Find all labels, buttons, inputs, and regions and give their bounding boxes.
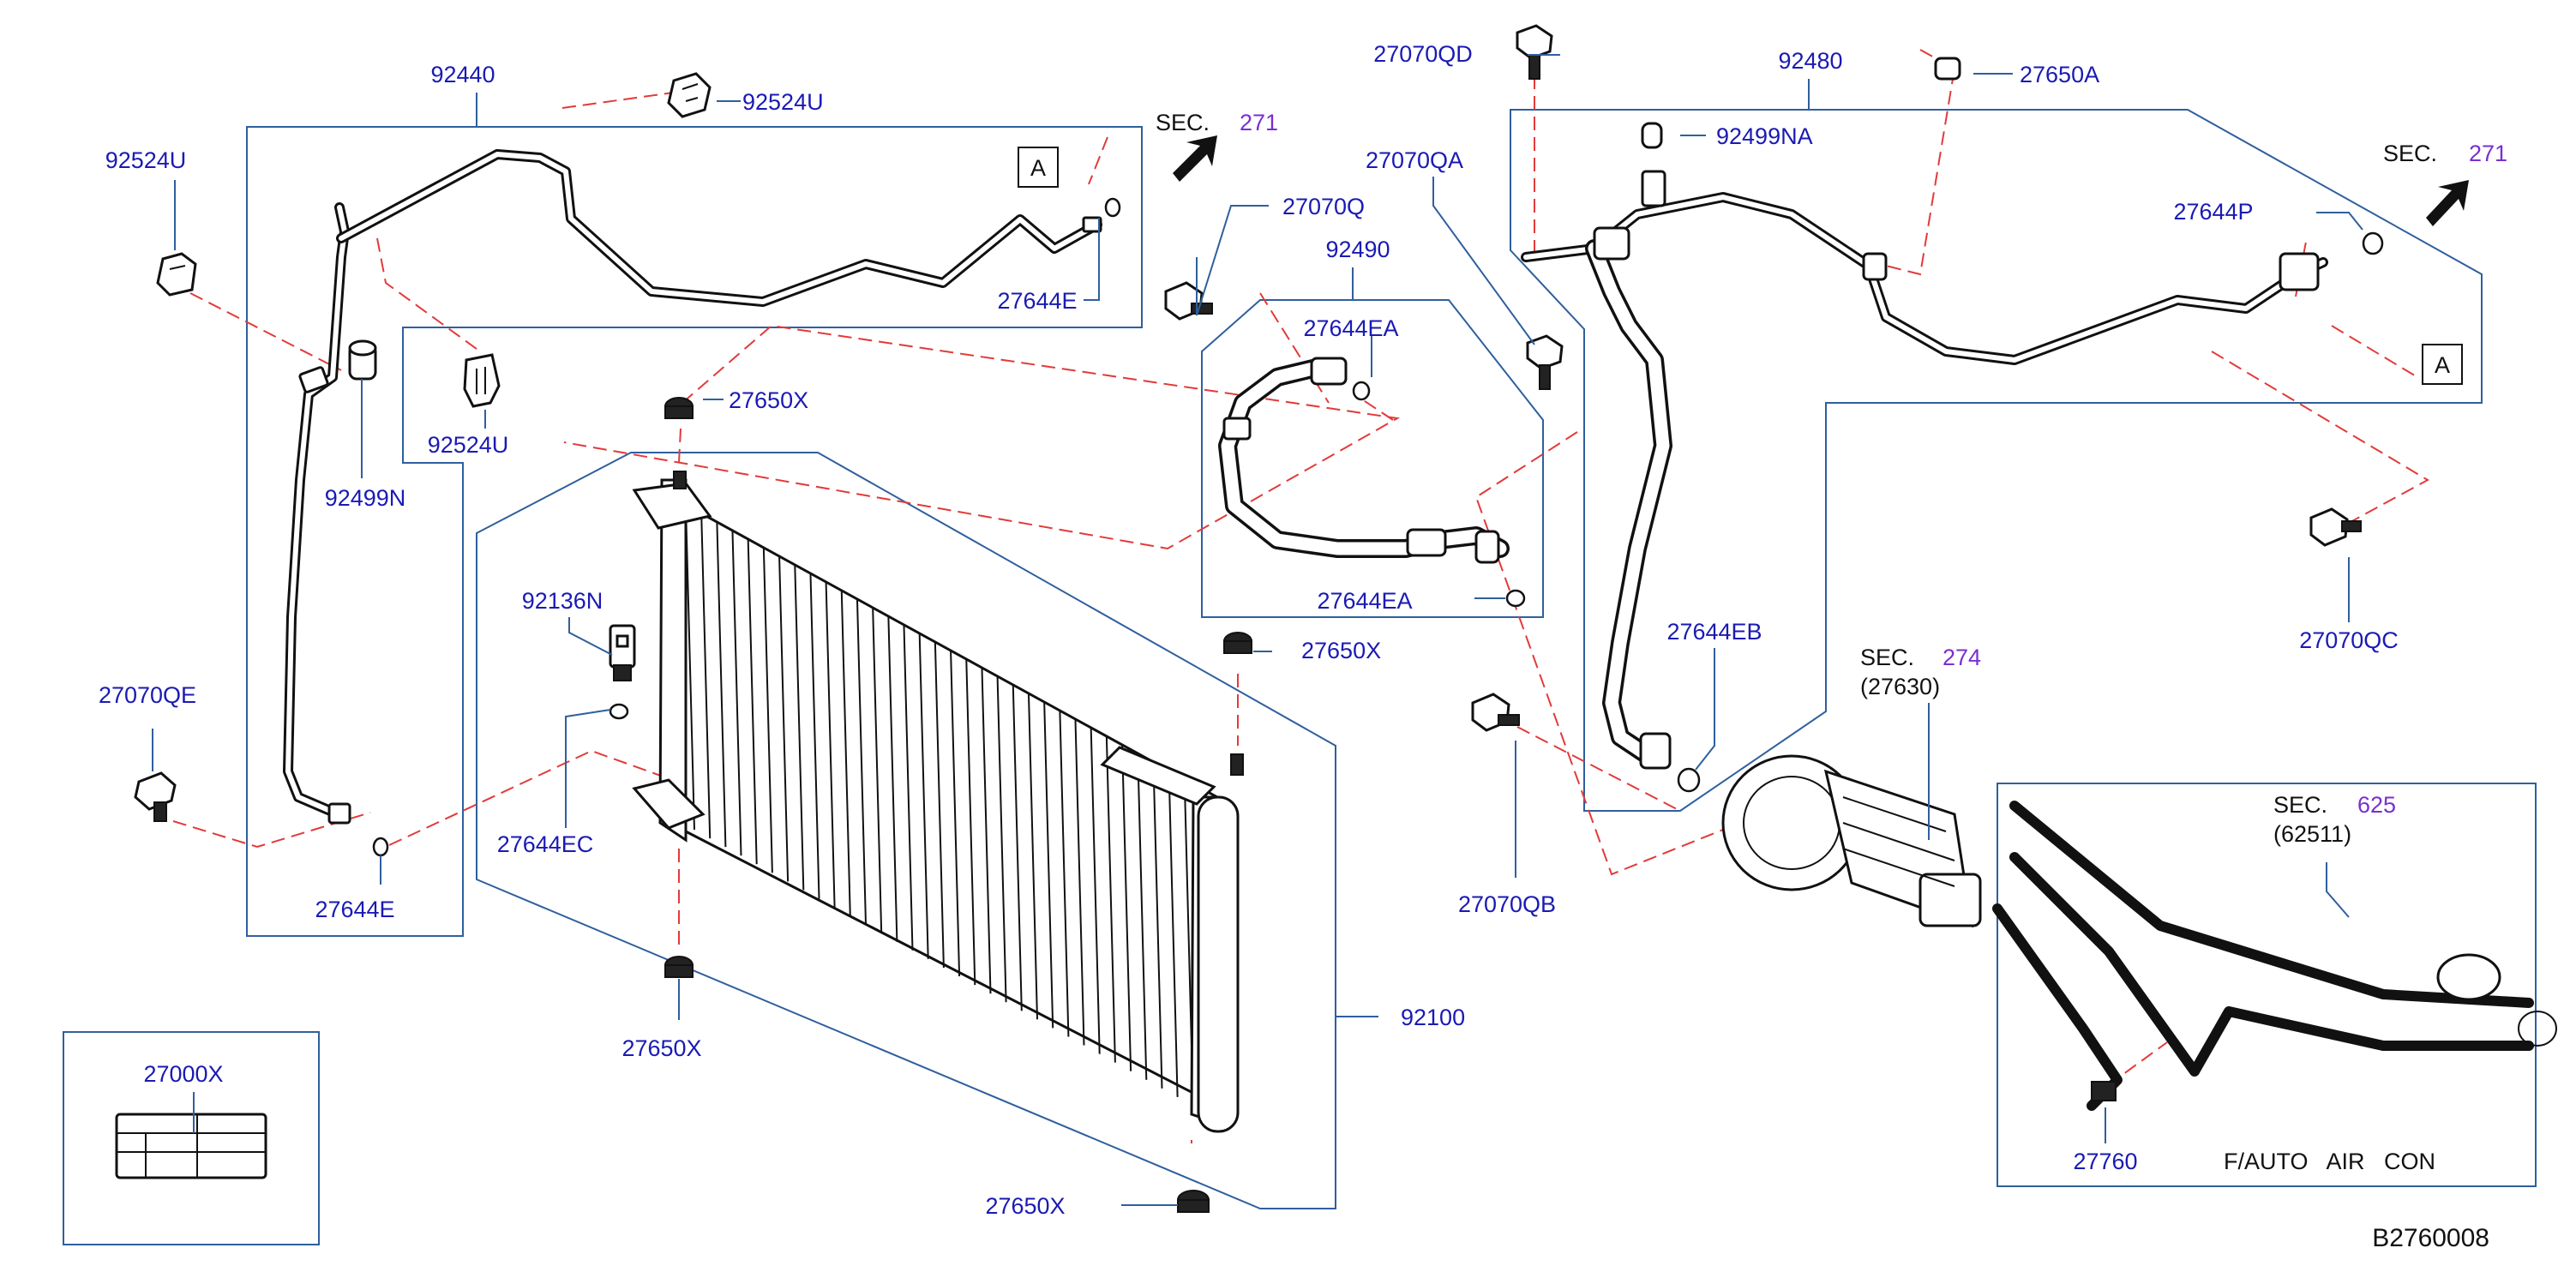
label-92524U-top: 92524U (742, 89, 824, 115)
sec-arrow-icon (1173, 135, 1217, 182)
label-27070QD: 27070QD (1373, 41, 1473, 67)
label-27644E-bottom: 27644E (315, 897, 394, 922)
label-92480: 92480 (1778, 48, 1842, 74)
label-27070QA: 27070QA (1366, 147, 1463, 173)
clip-icon (156, 252, 197, 297)
hose-92490 (1218, 357, 1510, 564)
label-27644P: 27644P (2173, 199, 2253, 225)
sec-625: 625 (2357, 792, 2396, 818)
label-92524U-mid: 92524U (428, 432, 509, 458)
pipe-92440 (283, 149, 1102, 825)
pressure-switch-icon (609, 624, 636, 681)
rubber-mount-icon (664, 397, 1252, 1213)
sec-271-right: 271 (2469, 141, 2507, 166)
bolt-icon (1516, 24, 1553, 80)
bolt-icon (1471, 693, 1520, 732)
bolt-icon (1526, 334, 1564, 390)
label-92100: 92100 (1401, 1005, 1465, 1030)
sec-271-left: 271 (1240, 110, 1278, 135)
pipe-92480 (1521, 57, 2328, 770)
subframe-icon (1992, 801, 2557, 1111)
compressor-icon (1721, 754, 1982, 928)
frame-92480 (1510, 109, 2483, 812)
label-27644EB: 27644EB (1666, 619, 1762, 645)
frame-92490 (1201, 299, 1544, 618)
cap-icon (348, 339, 377, 381)
sec-274-sub: (27630) (1860, 674, 1940, 699)
label-27644EC: 27644EC (497, 831, 594, 857)
marker-a-box (2422, 344, 2463, 385)
sec-arrow-icon (2426, 180, 2469, 226)
o-ring-icon (372, 197, 2384, 857)
sec-625-sub: (62511) (2273, 821, 2351, 847)
sec-274: 274 (1943, 645, 1981, 670)
label-27070QE: 27070QE (99, 682, 196, 708)
label-27644E-top: 27644E (997, 288, 1077, 314)
drawing-number: B2760008 (2372, 1224, 2489, 1252)
label-27644EA-bottom: 27644EA (1317, 588, 1412, 614)
marker-a-box (1018, 147, 1059, 188)
frame-92100 (476, 452, 1336, 1209)
label-27000X: 27000X (143, 1061, 223, 1087)
label-27070Q: 27070Q (1282, 194, 1365, 219)
label-92136N: 92136N (522, 588, 603, 614)
bolt-icon (2309, 507, 2362, 547)
clip-icon (463, 353, 501, 408)
sec-label: SEC. (2273, 792, 2327, 818)
label-27650X-bottom: 27650X (985, 1193, 1065, 1219)
label-27070QB: 27070QB (1458, 891, 1556, 917)
info-label-icon (115, 1113, 267, 1179)
label-92524U-left: 92524U (105, 147, 187, 173)
sec-label: SEC. (1860, 645, 1914, 670)
label-92499NA: 92499NA (1716, 123, 1813, 149)
label-27644EA-top: 27644EA (1303, 315, 1398, 341)
bolt-icon (134, 771, 177, 822)
sec-label: SEC. (2383, 141, 2437, 166)
label-27650A: 27650A (2020, 62, 2099, 87)
label-27070QC: 27070QC (2299, 627, 2399, 653)
label-27650X-right: 27650X (1301, 638, 1381, 663)
label-92499N: 92499N (325, 485, 406, 511)
inset-caption: F/AUTO AIR CON (2224, 1149, 2435, 1174)
condenser-icon (632, 471, 1244, 1133)
label-27650X-top: 27650X (729, 387, 808, 413)
leader-lines (152, 54, 2363, 1206)
label-92440: 92440 (430, 62, 495, 87)
label-27650X-lower: 27650X (621, 1035, 701, 1061)
clip-icon (667, 72, 712, 118)
label-92490: 92490 (1325, 237, 1390, 262)
marker-a-left: A (1030, 155, 1046, 181)
frame-92440 (246, 126, 1143, 937)
marker-a-right: A (2435, 352, 2450, 378)
frame-27000X (63, 1031, 320, 1245)
sec-label: SEC. (1156, 110, 1210, 135)
label-27760: 27760 (2073, 1149, 2137, 1174)
frame-sec-625 (1997, 783, 2537, 1187)
